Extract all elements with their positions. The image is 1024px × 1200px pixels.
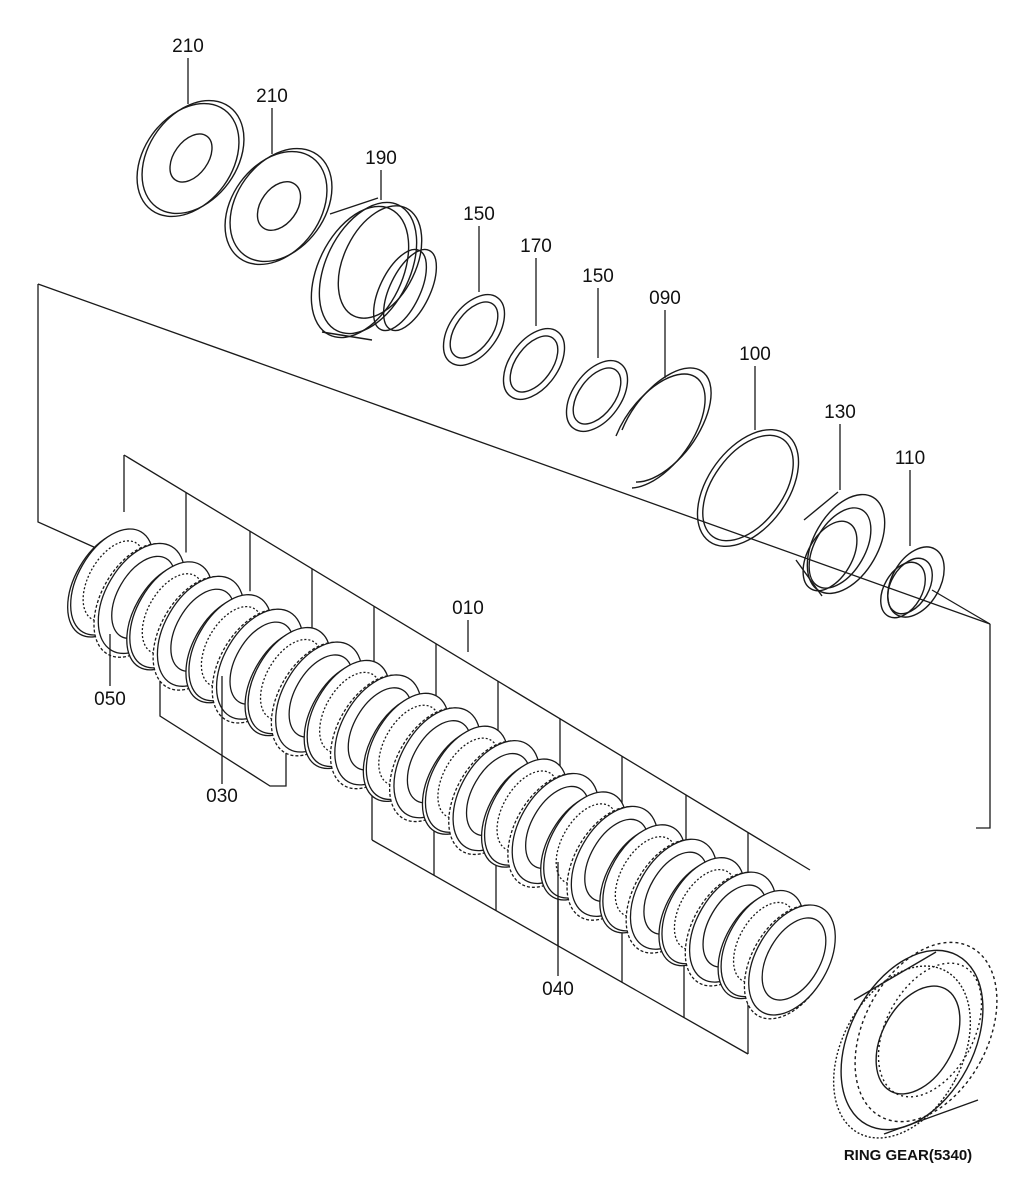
callout-leaders <box>109 58 911 976</box>
callout-010: 010 <box>452 598 484 619</box>
ring-gear-caption: RING GEAR(5340) <box>844 1147 972 1164</box>
callout-210-b: 210 <box>256 86 288 107</box>
sleeve-110 <box>880 546 945 619</box>
ring-100 <box>696 428 800 548</box>
bracket-030 <box>159 680 287 787</box>
seal-170 <box>502 327 566 401</box>
callout-210-a: 210 <box>172 36 204 57</box>
callout-030: 030 <box>206 786 238 807</box>
bracket-010-diagonal <box>37 283 991 625</box>
snap-ring-090 <box>615 367 712 489</box>
bracket-010-outer <box>37 284 97 549</box>
callout-090: 090 <box>649 288 681 309</box>
clutch-plate-stack <box>67 528 836 1020</box>
bracket-lines <box>37 283 991 1055</box>
seal-150-b <box>565 359 629 433</box>
washer-210-a <box>136 99 245 218</box>
bracket-040-base <box>371 839 749 1055</box>
callout-150-b: 150 <box>582 266 614 287</box>
callout-130: 130 <box>824 402 856 423</box>
bracket-110-leader <box>931 589 991 625</box>
washer-210-b <box>224 147 333 266</box>
callout-050: 050 <box>94 689 126 710</box>
bracket-010-right <box>976 624 991 829</box>
seal-150-a <box>442 293 506 367</box>
upper-parts-group <box>136 99 945 619</box>
callout-110: 110 <box>895 448 925 469</box>
callout-170: 170 <box>520 236 552 257</box>
callout-100: 100 <box>739 344 771 365</box>
bracket-inner-top <box>123 454 811 871</box>
retainer-130 <box>795 491 886 597</box>
callout-labels: 210 210 190 150 170 150 090 100 130 110 … <box>94 36 972 1164</box>
callout-150-a: 150 <box>463 204 495 225</box>
piston-190 <box>310 197 438 341</box>
callout-190: 190 <box>365 148 397 169</box>
clutch-plate <box>743 904 836 1020</box>
ring-gear-5340 <box>832 941 998 1139</box>
callout-040: 040 <box>542 979 574 1000</box>
